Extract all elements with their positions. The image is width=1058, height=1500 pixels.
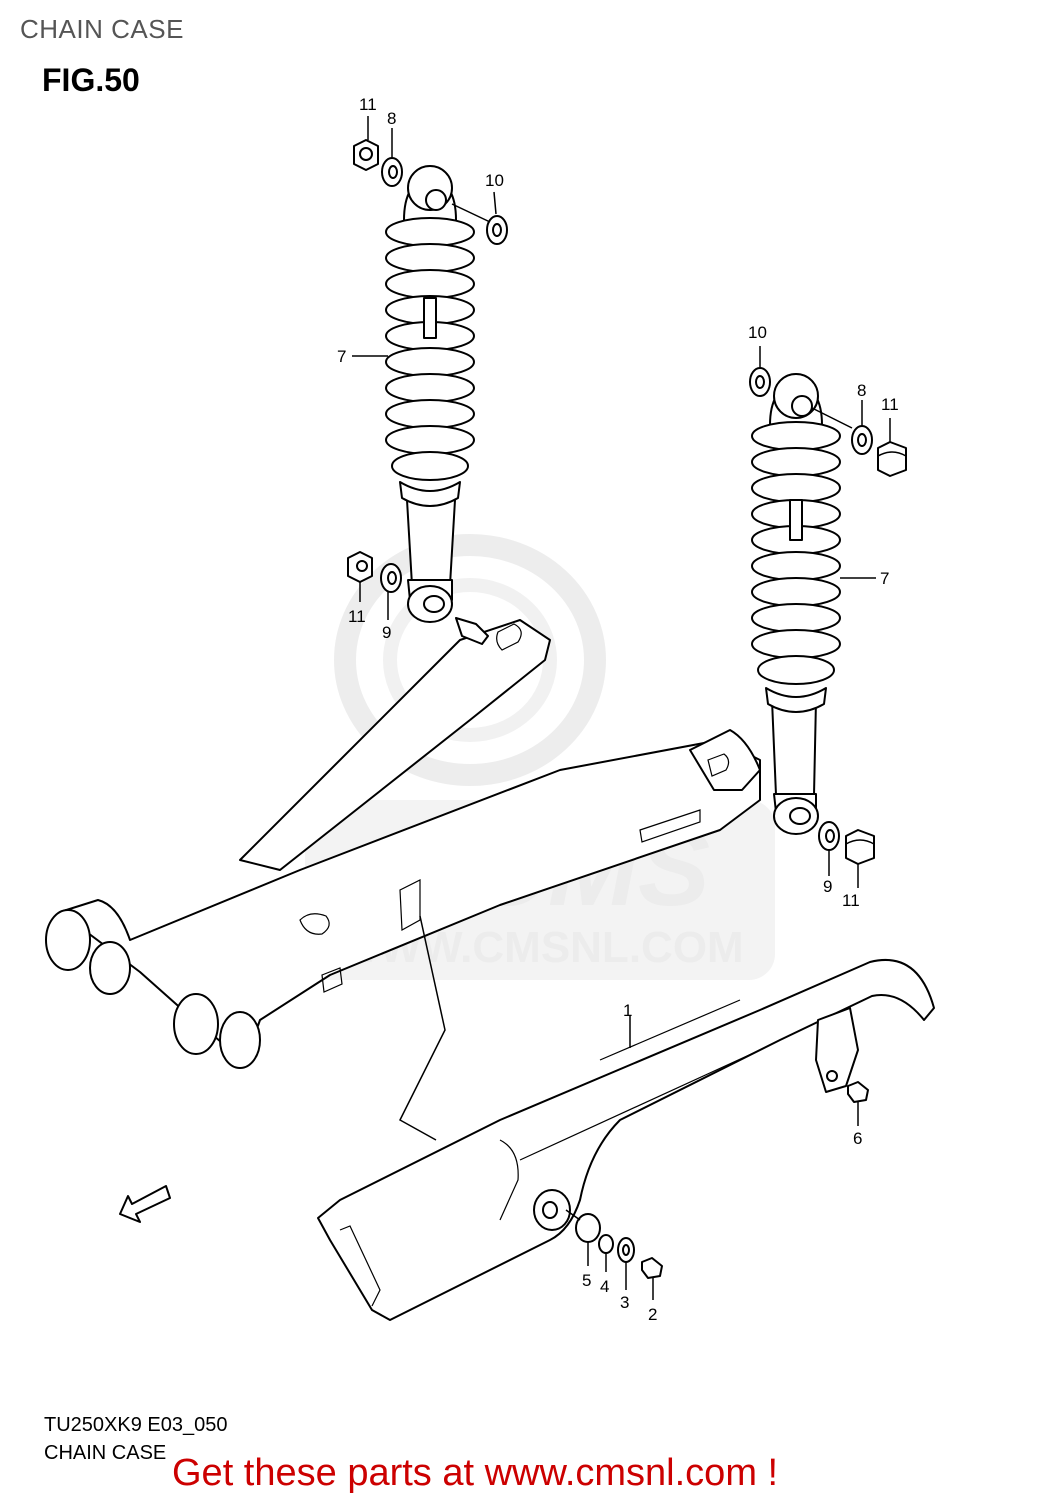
upper-left-washer bbox=[381, 157, 403, 187]
upper-left-spacer bbox=[486, 215, 508, 245]
callout-upper-right-nut: 11 bbox=[881, 395, 899, 414]
washer bbox=[617, 1237, 635, 1263]
lower-left-washer bbox=[380, 563, 402, 593]
left-shock-spring bbox=[385, 217, 475, 481]
callout-lower-left-washer: 9 bbox=[382, 623, 391, 642]
callout-bolt-upper: 6 bbox=[853, 1129, 862, 1148]
callout-labels: 11 8 10 7 11 9 10 8 11 7 9 11 1 6 5 4 3 … bbox=[337, 95, 899, 1324]
lower-left-nut bbox=[347, 551, 373, 583]
left-shock-absorber bbox=[385, 165, 475, 623]
right-shock-spring bbox=[751, 421, 841, 685]
right-shock-absorber bbox=[751, 373, 841, 835]
callout-lower-left-nut: 11 bbox=[348, 607, 366, 626]
callout-right-shock: 7 bbox=[880, 569, 889, 588]
lower-right-washer bbox=[818, 821, 840, 851]
chain-case bbox=[317, 959, 935, 1321]
upper-right-nut bbox=[877, 441, 907, 477]
callout-upper-left-washer: 8 bbox=[387, 109, 396, 128]
footer-caption: CHAIN CASE bbox=[44, 1442, 167, 1464]
callout-lower-right-washer: 9 bbox=[823, 877, 832, 896]
figure-label: FIG.50 bbox=[42, 62, 140, 98]
callout-washer: 3 bbox=[620, 1293, 629, 1312]
callout-upper-left-spacer: 10 bbox=[485, 171, 504, 190]
swing-arm bbox=[45, 617, 761, 1069]
callout-upper-right-washer: 8 bbox=[857, 381, 866, 400]
callout-cushion: 5 bbox=[582, 1271, 591, 1290]
callout-collar: 4 bbox=[600, 1277, 609, 1296]
chain-case-bolt-lower bbox=[641, 1257, 663, 1279]
callout-bolt-lower: 2 bbox=[648, 1305, 657, 1324]
cushion bbox=[575, 1213, 601, 1243]
model-code: TU250XK9 E03_050 bbox=[44, 1414, 228, 1436]
callout-chain-case: 1 bbox=[623, 1001, 632, 1020]
leader-lines bbox=[352, 116, 891, 1300]
callout-left-shock: 7 bbox=[337, 347, 346, 366]
upper-right-spacer bbox=[749, 367, 771, 397]
cta-link[interactable]: Get these parts at www.cmsnl.com ! bbox=[172, 1452, 779, 1494]
forward-arrow-icon bbox=[119, 1185, 171, 1223]
chain-case-bolt-upper bbox=[847, 1081, 869, 1103]
lower-right-nut bbox=[845, 829, 875, 865]
upper-right-washer bbox=[851, 425, 873, 455]
upper-left-nut bbox=[353, 139, 379, 171]
callout-upper-left-nut: 11 bbox=[359, 95, 377, 114]
collar bbox=[598, 1234, 614, 1254]
page-heading: CHAIN CASE bbox=[20, 14, 184, 44]
callout-lower-right-nut: 11 bbox=[842, 891, 860, 910]
callout-upper-right-spacer: 10 bbox=[748, 323, 767, 342]
